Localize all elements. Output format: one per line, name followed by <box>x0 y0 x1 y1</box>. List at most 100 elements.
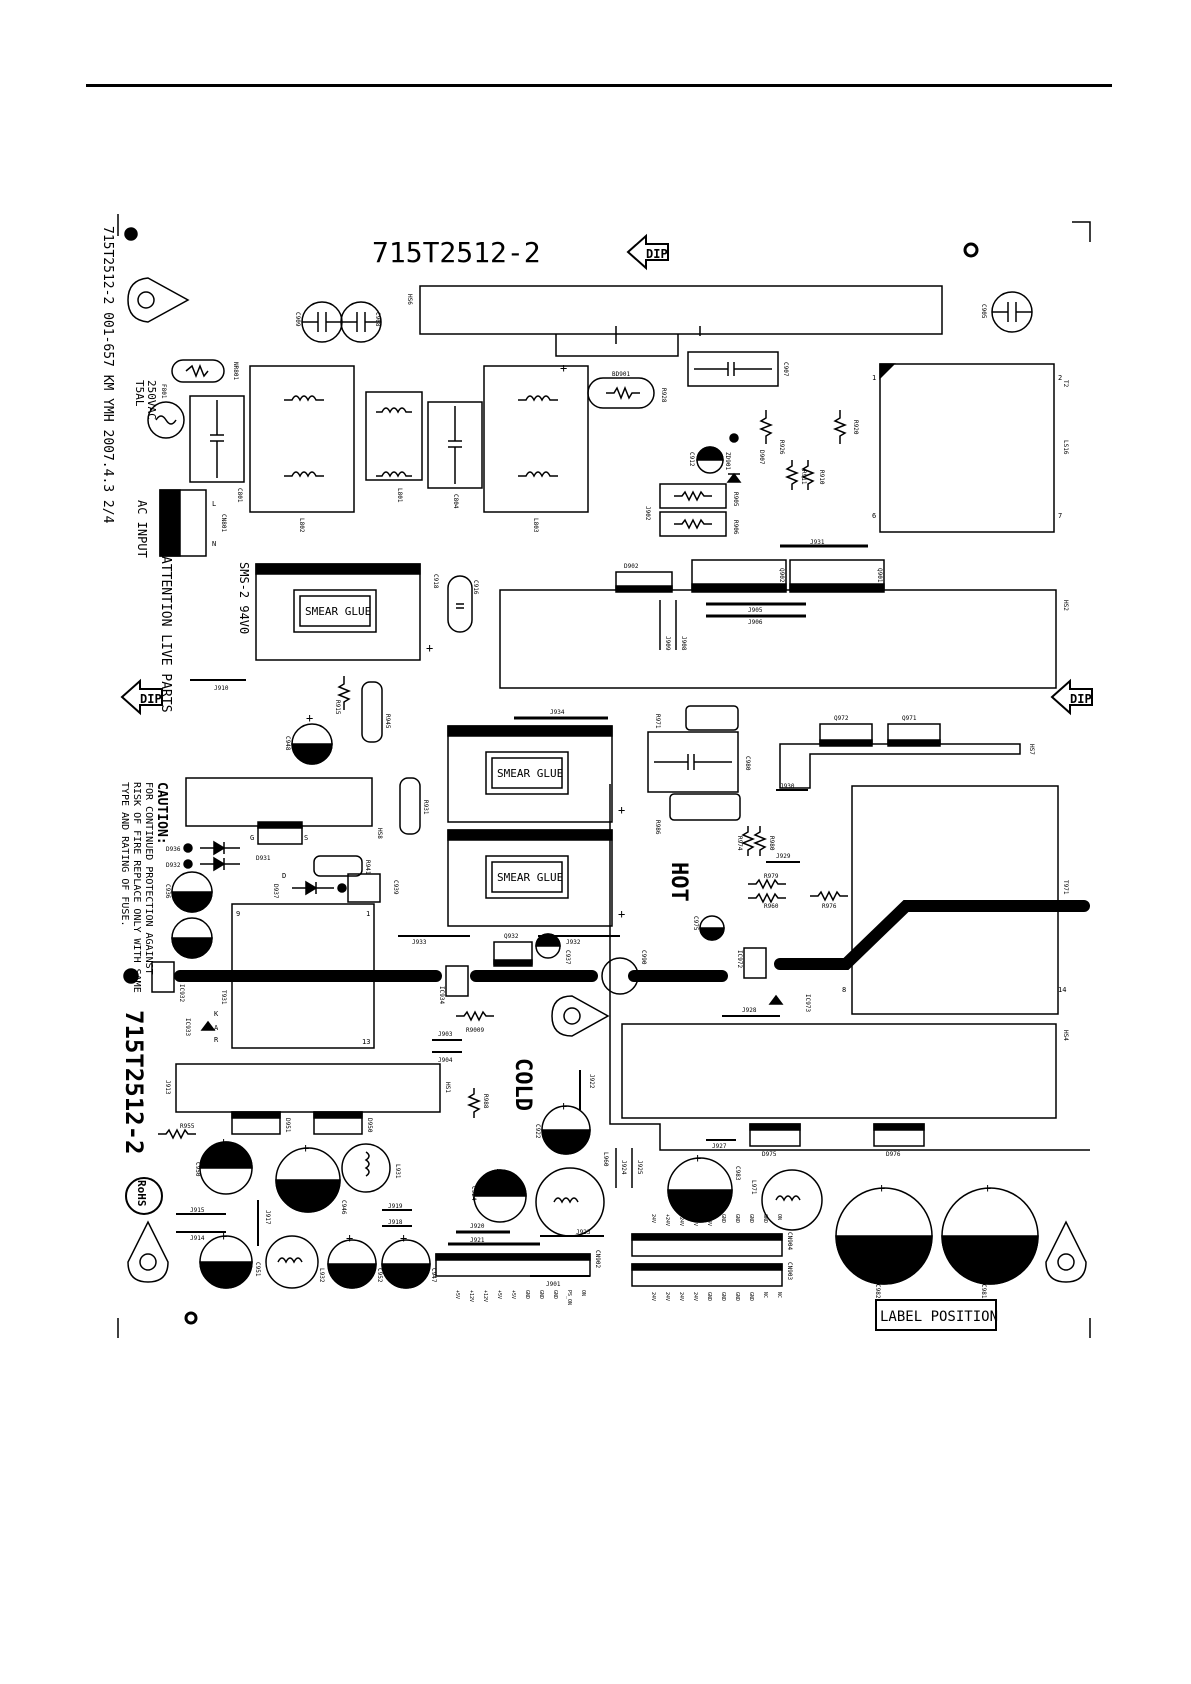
ref-l802: L802 <box>298 518 305 533</box>
plus-block-1: + <box>426 641 433 655</box>
pin-t931-1: 1 <box>366 910 370 918</box>
ref-j930: J930 <box>780 783 795 790</box>
pin-ic933-k: K <box>214 1010 219 1018</box>
resistor-r906-symbol <box>674 518 712 530</box>
plus-c946: + <box>302 1141 309 1155</box>
dip-label-left: DIP <box>140 692 162 706</box>
nr801-resistor <box>185 363 209 379</box>
cn902-pin-2: GND <box>552 1290 558 1299</box>
mount-hole-br-center <box>1057 1253 1075 1271</box>
label-position-box <box>875 1299 997 1331</box>
smear-glue-box-3 <box>485 855 569 899</box>
corner-mark-tr <box>1072 221 1091 242</box>
cn902-pin-7: +12V <box>482 1290 488 1302</box>
capacitor-c801 <box>189 395 245 483</box>
cn903-pin-1: NC <box>762 1292 768 1298</box>
choke-l801-coil1 <box>376 407 412 414</box>
ref-ic972: IC972 <box>736 950 743 968</box>
ref-d950: D950 <box>366 1118 373 1133</box>
cn902-pin-4: GND <box>524 1290 530 1299</box>
pin-ic933-a: A <box>214 1024 219 1032</box>
ref-c982: C982 <box>874 1284 881 1299</box>
mount-hole-center-hole <box>563 1007 581 1025</box>
ref-j904: J904 <box>438 1057 453 1064</box>
cn904-pin-2: GND <box>748 1214 754 1223</box>
ref-c909: C909 <box>294 312 301 327</box>
ref-j919: J919 <box>388 1203 403 1210</box>
capacitor-c908-plates <box>341 312 381 332</box>
diode-d950-tab <box>313 1111 363 1119</box>
pin-t2-1: 1 <box>872 374 876 382</box>
ref-j924: J924 <box>620 1160 627 1175</box>
smear-glue-box-2 <box>485 751 569 795</box>
ref-c918: C918 <box>432 574 439 589</box>
ref-r979: R979 <box>764 873 779 880</box>
ref-j927: J927 <box>712 1143 727 1150</box>
cn903-pin-0: NC <box>776 1292 782 1298</box>
plus-c982: + <box>878 1181 885 1195</box>
ref-t971: T971 <box>1062 880 1069 895</box>
ref-r905: R905 <box>732 492 739 507</box>
resistor-r955 <box>158 1128 196 1140</box>
bridge-bd901 <box>587 377 655 409</box>
transformer-t2 <box>879 363 1055 533</box>
ref-j915: J915 <box>190 1207 205 1214</box>
bridge-bd901-symbol <box>606 385 640 401</box>
ref-j906: J906 <box>748 619 763 626</box>
ref-j913: J913 <box>164 1080 171 1095</box>
ref-ic932: IC932 <box>178 984 185 1002</box>
ref-d976: D976 <box>886 1151 901 1158</box>
capacitor-c947-fill <box>381 1263 431 1289</box>
ref-r910: R910 <box>818 470 825 485</box>
ref-q971: Q971 <box>902 715 917 722</box>
ref-r915: R915 <box>334 700 341 715</box>
resistor-r911 <box>784 460 800 490</box>
ul-mark: SMS-2 94V0 <box>237 562 251 634</box>
capacitor-c907-plates <box>694 362 772 376</box>
resistor-r979 <box>748 878 786 890</box>
ref-r988: R988 <box>482 1094 489 1109</box>
resistor-r905 <box>659 483 727 509</box>
ref-hs4: HS4 <box>1062 1030 1069 1041</box>
smear-glue-box-3-inner <box>491 861 563 893</box>
smear-glue-box-1 <box>293 589 377 633</box>
ref-r976: R976 <box>822 903 837 910</box>
inductor-l931 <box>341 1143 391 1193</box>
ref-r945: R945 <box>384 714 391 729</box>
ref-j901: J901 <box>546 1281 561 1288</box>
heatsink-hs8 <box>185 777 373 827</box>
mount-hole-bl <box>127 1220 169 1283</box>
cold-label: COLD <box>510 1058 535 1111</box>
heatsink-hs6-tab <box>555 334 679 357</box>
transistor-q972-tab <box>819 739 873 747</box>
capacitor-c983-fill <box>667 1189 733 1223</box>
ref-j931: J931 <box>810 539 825 546</box>
ref-j925: J925 <box>636 1160 643 1175</box>
ref-j917: J917 <box>264 1210 271 1225</box>
resistor-r905-symbol <box>674 490 712 502</box>
ref-c936: C936 <box>164 884 171 899</box>
capacitor-c946-fill <box>275 1179 341 1213</box>
pin-t2-2: 2 <box>1058 374 1062 382</box>
pin-markers: 1 2 6 7 9 1 13 8 14 G S D K A R L N <box>212 374 1066 1046</box>
board-part-number: 715T2512-2 <box>372 236 541 269</box>
smear-glue-label-3: SMEAR GLUE <box>497 871 563 884</box>
resistor-r980 <box>752 826 768 856</box>
cn903-pin-7: 24V <box>678 1292 684 1301</box>
ref-j909: J909 <box>664 636 671 651</box>
cn903-pin-6: 24V <box>692 1292 698 1301</box>
polarity-marks: + + + + + + + + + + + + + + + <box>220 361 991 1245</box>
ref-cn801: CN801 <box>220 514 227 532</box>
ref-hs6: HS6 <box>406 294 413 305</box>
fuse-f801-wave <box>155 415 177 425</box>
capacitor-c916-plates <box>456 603 464 609</box>
cn903-pin-5: GND <box>706 1292 712 1301</box>
cn902-pin-8: +12V <box>468 1290 474 1302</box>
mount-hole-tl-center <box>137 291 155 309</box>
capacitor-c907 <box>687 351 779 387</box>
cn904-pin-6: +24V <box>692 1214 698 1226</box>
plus-block-2: + <box>618 803 625 817</box>
ref-bd901: BD901 <box>612 371 630 378</box>
ref-j928: J928 <box>742 1007 757 1014</box>
fiducial-tl <box>124 227 138 241</box>
